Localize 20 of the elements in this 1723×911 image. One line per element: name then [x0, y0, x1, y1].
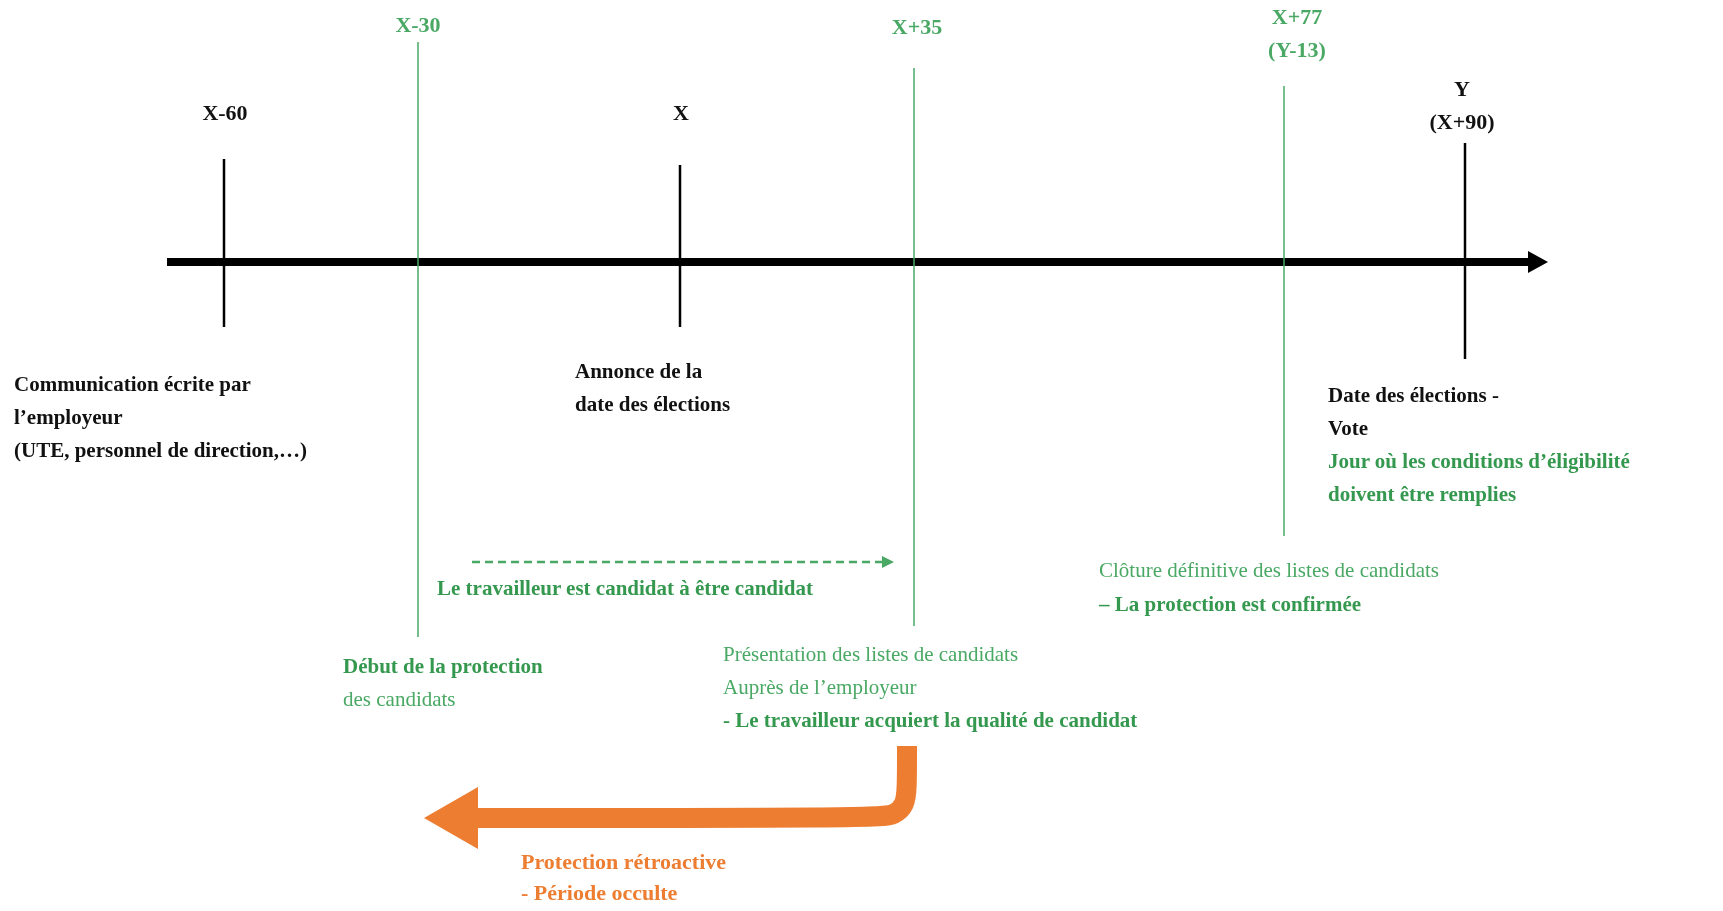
date-label: X+77 (Y-13) [1267, 3, 1327, 64]
date-label: X+35 [890, 13, 944, 41]
timeline-note: Clôture définitive des listes de candidats [1099, 557, 1439, 584]
timeline-note: - Le travailleur acquiert la qualité de candidat [723, 707, 1138, 734]
date-label: X [672, 99, 690, 127]
date-label: Y (X+90) [1428, 75, 1496, 136]
timeline-note: Protection rétroactive [521, 848, 727, 876]
timeline-note: des candidats [343, 686, 456, 713]
timeline-note: Début de la protection [343, 653, 543, 680]
timeline-note: Communication écrite par l’employeur [14, 371, 252, 431]
timeline-note: Date des élections - Vote [1328, 382, 1500, 442]
date-label: X-30 [394, 11, 442, 39]
timeline-note: Le travailleur est candidat à être candidat [437, 575, 814, 602]
timeline-note: - Période occulte [521, 879, 678, 907]
timeline-note: Jour où les conditions d’éligibilité doivent être remplies [1328, 448, 1631, 508]
date-label: X-60 [201, 99, 249, 127]
timeline-note: Annonce de la date des élections [575, 358, 732, 418]
timeline-note: (UTE, personnel de direction,…) [14, 437, 308, 464]
timeline-note: Présentation des listes de candidats Auprès de l’employeur [723, 641, 1020, 701]
timeline-note: – La protection est confirmée [1099, 591, 1362, 618]
